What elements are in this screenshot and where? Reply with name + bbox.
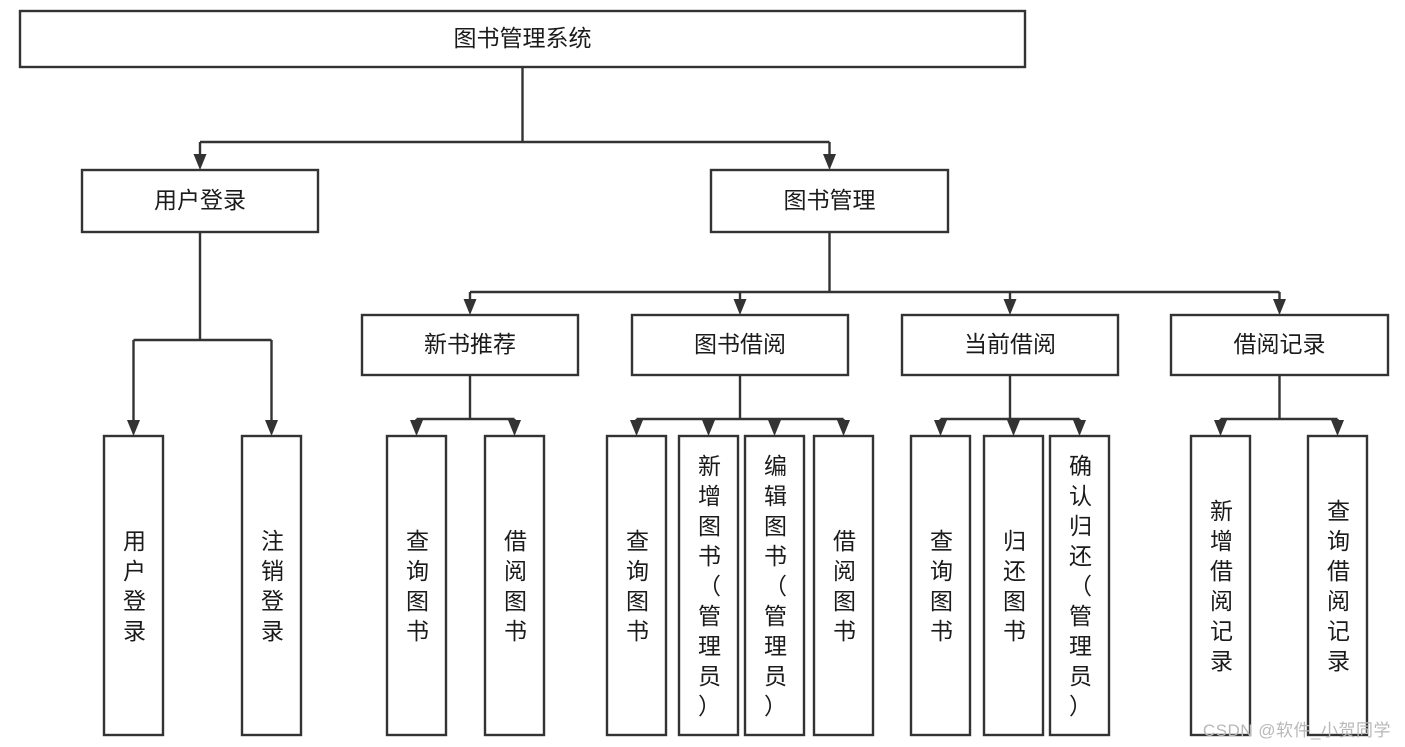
node-l-logout[interactable]: 注销登录 — [240, 434, 303, 737]
node-box[interactable] — [483, 434, 546, 737]
edge-arrowhead — [1073, 420, 1086, 436]
node-box[interactable] — [709, 168, 950, 234]
node-n-user-login[interactable]: 用户登录 — [80, 168, 320, 234]
node-box[interactable] — [743, 434, 806, 737]
node-label: 借阅图书 — [833, 528, 856, 644]
node-box[interactable] — [677, 434, 740, 737]
node-label: 查询图书 — [626, 528, 649, 644]
edge-arrowhead — [702, 420, 715, 436]
node-box[interactable] — [1189, 434, 1252, 737]
node-label: 图书借阅 — [694, 331, 786, 357]
node-l-query-book-b[interactable]: 查询图书 — [605, 434, 668, 737]
node-label: 查询图书 — [930, 528, 953, 644]
node-label: 新增图书（管理员） — [698, 453, 721, 719]
edge-arrowhead — [1003, 299, 1017, 315]
node-label: 图书管理 — [784, 187, 876, 213]
edge-arrowhead — [265, 420, 278, 436]
node-box[interactable] — [240, 434, 303, 737]
node-label: 查询图书 — [406, 528, 429, 644]
node-l-return-book[interactable]: 归还图书 — [982, 434, 1045, 737]
edge-arrowhead — [934, 420, 947, 436]
node-label: 新增借阅记录 — [1210, 498, 1233, 674]
node-box[interactable] — [1169, 313, 1390, 377]
edge-arrowhead — [630, 420, 643, 436]
node-label: 查询借阅记录 — [1327, 498, 1350, 674]
node-n-borrow[interactable]: 图书借阅 — [630, 313, 850, 377]
node-box[interactable] — [909, 434, 972, 737]
node-label: 新书推荐 — [424, 331, 516, 357]
node-box[interactable] — [982, 434, 1045, 737]
node-box[interactable] — [1048, 434, 1111, 737]
node-label: 借阅记录 — [1234, 331, 1326, 357]
node-label: 归还图书 — [1003, 528, 1026, 644]
node-box[interactable] — [18, 9, 1027, 69]
node-box[interactable] — [1306, 434, 1369, 737]
node-box[interactable] — [102, 434, 165, 737]
node-box[interactable] — [80, 168, 320, 234]
edges-layer — [127, 67, 1344, 436]
node-l-borrow-book-a[interactable]: 借阅图书 — [483, 434, 546, 737]
edge-arrowhead — [127, 420, 140, 436]
nodes-layer: 图书管理系统用户登录图书管理新书推荐图书借阅当前借阅借阅记录用户登录注销登录查询… — [18, 9, 1390, 737]
node-l-add-book[interactable]: 新增图书（管理员） — [677, 434, 740, 737]
node-label: 用户登录 — [123, 528, 146, 644]
edge-arrowhead — [193, 154, 207, 170]
node-n-record[interactable]: 借阅记录 — [1169, 313, 1390, 377]
node-l-user-login[interactable]: 用户登录 — [102, 434, 165, 737]
node-n-book-mgmt[interactable]: 图书管理 — [709, 168, 950, 234]
edge-arrowhead — [410, 420, 423, 436]
edge-arrowhead — [1007, 420, 1020, 436]
node-box[interactable] — [630, 313, 850, 377]
edge-arrowhead — [1273, 299, 1286, 315]
node-label: 确认归还（管理员） — [1069, 453, 1092, 719]
node-l-query-book-c[interactable]: 查询图书 — [909, 434, 972, 737]
node-label: 借阅图书 — [504, 528, 527, 644]
edge-arrowhead — [733, 299, 747, 315]
node-label: 编辑图书（管理员） — [764, 453, 787, 719]
node-l-query-book-a[interactable]: 查询图书 — [385, 434, 448, 737]
node-label: 用户登录 — [154, 187, 246, 213]
node-root[interactable]: 图书管理系统 — [18, 9, 1027, 69]
node-label: 图书管理系统 — [454, 25, 592, 51]
node-l-add-record[interactable]: 新增借阅记录 — [1189, 434, 1252, 737]
edge-arrowhead — [837, 420, 850, 436]
edge-arrowhead — [1331, 420, 1344, 436]
node-box[interactable] — [605, 434, 668, 737]
node-l-query-record[interactable]: 查询借阅记录 — [1306, 434, 1369, 737]
node-n-new-book[interactable]: 新书推荐 — [360, 313, 580, 377]
node-l-borrow-book-b[interactable]: 借阅图书 — [812, 434, 875, 737]
edge-arrowhead — [768, 420, 781, 436]
node-box[interactable] — [360, 313, 580, 377]
edge-arrowhead — [823, 154, 836, 170]
edge-arrowhead — [508, 420, 521, 436]
node-box[interactable] — [900, 313, 1120, 377]
node-label: 当前借阅 — [964, 331, 1056, 357]
edge-arrowhead — [463, 299, 477, 315]
node-box[interactable] — [812, 434, 875, 737]
node-n-current[interactable]: 当前借阅 — [900, 313, 1120, 377]
edge-arrowhead — [1214, 420, 1227, 436]
node-l-edit-book[interactable]: 编辑图书（管理员） — [743, 434, 806, 737]
node-l-confirm-return[interactable]: 确认归还（管理员） — [1048, 434, 1111, 737]
node-label: 注销登录 — [261, 528, 284, 644]
node-box[interactable] — [385, 434, 448, 737]
